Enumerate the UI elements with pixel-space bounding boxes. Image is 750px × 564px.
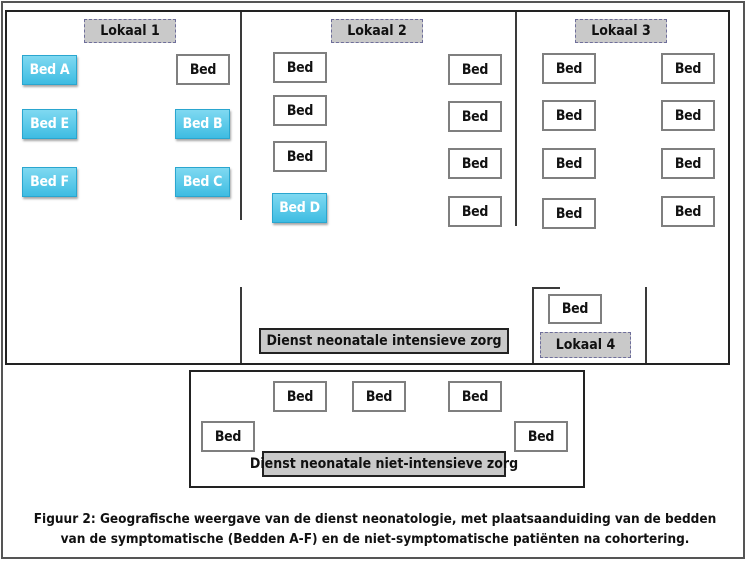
- wall-room4-right: [645, 287, 647, 363]
- wall-corridor-left: [240, 287, 242, 363]
- wall-room4-left: [532, 287, 534, 363]
- bed-a: Bed A: [22, 55, 77, 85]
- room2-bed: Bed: [273, 141, 327, 172]
- room2-bed: Bed: [273, 52, 327, 83]
- bed-f: Bed F: [22, 167, 77, 197]
- non-intensive-care-area: [189, 370, 585, 488]
- room2-bed: Bed: [448, 101, 502, 132]
- room3-bed: Bed: [661, 148, 715, 179]
- non-icu-service-label: Dienst neonatale niet-intensieve zorg: [250, 451, 518, 477]
- bed-b: Bed B: [175, 109, 230, 139]
- room3-bed: Bed: [661, 100, 715, 131]
- room3-bed: Bed: [542, 100, 596, 131]
- room3-bed: Bed: [661, 53, 715, 84]
- wall-room2-room3: [515, 12, 517, 226]
- bed-c: Bed C: [175, 167, 230, 197]
- room2-bed: Bed: [448, 148, 502, 179]
- non-icu-bed: Bed: [352, 381, 406, 412]
- room2-bed: Bed: [448, 54, 502, 85]
- room-label-1: Lokaal 1: [84, 19, 176, 43]
- non-icu-bed: Bed: [448, 381, 502, 412]
- wall-room4-top: [532, 287, 560, 289]
- room2-bed: Bed: [273, 95, 327, 126]
- room3-bed: Bed: [542, 53, 596, 84]
- bed-d: Bed D: [272, 193, 327, 223]
- nicu-service-label: Dienst neonatale intensieve zorg: [259, 328, 509, 354]
- room-label-3: Lokaal 3: [575, 19, 667, 43]
- room3-bed: Bed: [661, 196, 715, 227]
- non-icu-bed: Bed: [273, 381, 327, 412]
- non-icu-bed: Bed: [201, 421, 255, 452]
- room3-bed: Bed: [542, 198, 596, 229]
- non-icu-bed: Bed: [514, 421, 568, 452]
- nicu-area: [5, 10, 730, 365]
- wall-room1-room2: [240, 12, 242, 220]
- room-label-4: Lokaal 4: [540, 332, 631, 358]
- caption-line-1: Figuur 2: Geografische weergave van de d…: [33, 511, 717, 527]
- caption-line-2: van de symptomatische (Bedden A-F) en de…: [60, 531, 690, 547]
- room3-bed: Bed: [542, 148, 596, 179]
- room4-bed: Bed: [548, 294, 602, 324]
- room1-bed: Bed: [176, 54, 230, 85]
- room-label-2: Lokaal 2: [331, 19, 423, 43]
- room2-bed: Bed: [448, 196, 502, 227]
- bed-e: Bed E: [22, 109, 77, 139]
